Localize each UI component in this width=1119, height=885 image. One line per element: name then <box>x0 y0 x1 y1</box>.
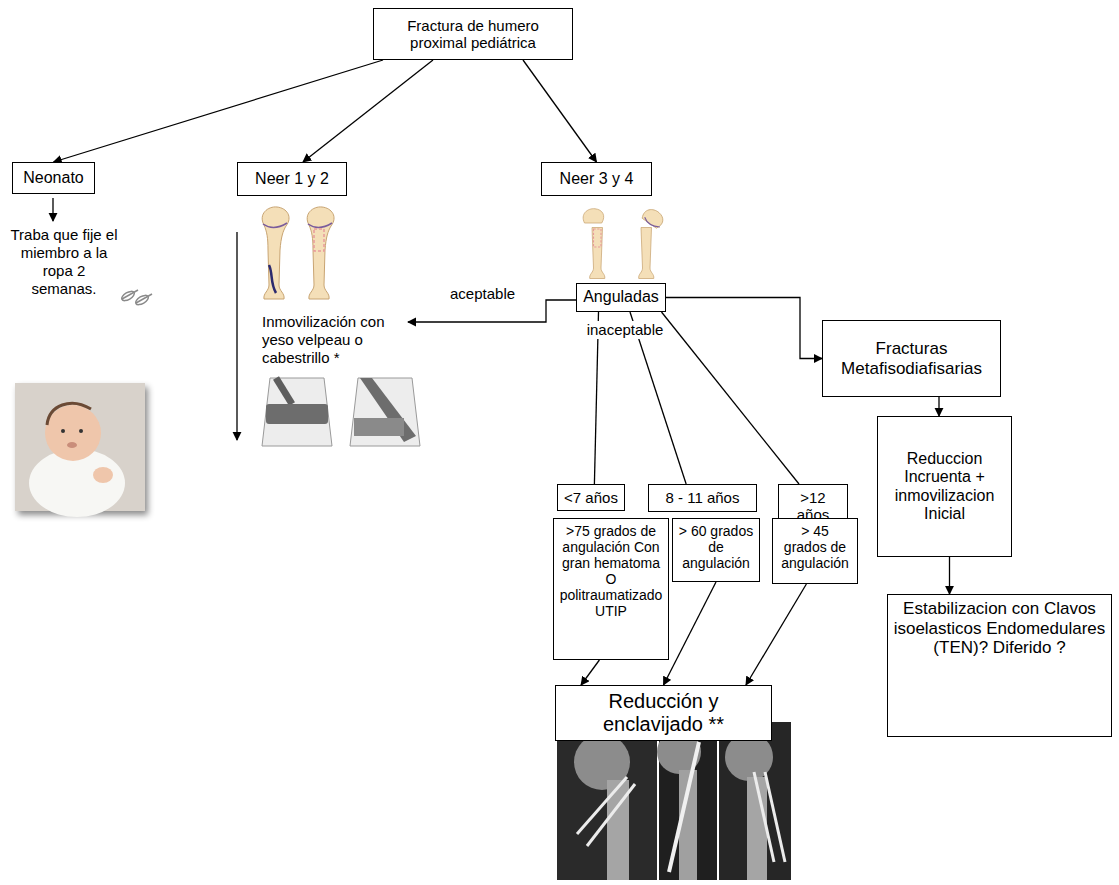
layout-arrows-part <box>52 198 53 221</box>
neonate-photo-part <box>47 403 91 425</box>
xray-3 <box>719 722 791 880</box>
neonate-photo-part <box>67 442 77 448</box>
bone-neer-4-part <box>641 206 666 230</box>
label-text: inaceptable <box>587 321 664 338</box>
neonate-photo-part <box>93 467 113 483</box>
connector-arrow <box>581 660 599 685</box>
bone-neer-1-part <box>269 265 276 293</box>
safety-pins-part <box>136 294 152 303</box>
box-text: 8 - 11 años <box>666 489 740 506</box>
connector-arrow <box>303 60 433 162</box>
box-text: Fractura de humero proximal pediátrica <box>379 17 567 52</box>
bone-neer-4 <box>639 206 666 279</box>
connector-arrow <box>746 584 806 685</box>
bone-neer-3 <box>583 209 605 279</box>
box-text: <7 años <box>564 489 618 506</box>
layout-arrows-part <box>236 232 237 440</box>
box-text: Neer 1 y 2 <box>255 170 329 188</box>
connector-arrow <box>666 298 822 359</box>
bone-neer-4-part-part <box>641 206 666 230</box>
connector-arrow <box>54 60 384 162</box>
label-text: aceptable <box>450 285 515 302</box>
xray-3-part <box>747 777 767 880</box>
xray-1-part <box>587 784 635 846</box>
xray-2 <box>657 722 717 880</box>
sling-figure <box>262 378 332 446</box>
xray-3-part <box>719 722 791 880</box>
sling-figure-part <box>262 378 332 446</box>
velpeau-figure-part <box>354 418 404 436</box>
connector-arrow <box>523 60 597 162</box>
label-text: Traba que fije el miembro a la ropa 2 se… <box>10 226 117 297</box>
note-text: Traba que fije el miembro a la ropa 2 se… <box>10 226 118 298</box>
criteria-box: >75 grados de angulación Con gran hemato… <box>553 518 669 660</box>
box-text: Reduccion Incruenta + inmovilizacion Ini… <box>883 450 1006 524</box>
neonate-photo-part <box>61 429 65 433</box>
safety-pins <box>120 289 152 306</box>
connector-arrow <box>949 557 950 594</box>
neonate-photo <box>15 383 145 517</box>
xray-3-part <box>754 772 774 862</box>
safety-pins-part <box>122 290 138 299</box>
neonate-photo-part <box>45 405 101 461</box>
neonate-photo-part <box>79 429 83 433</box>
label-text: Inmovilización con yeso velpeau o cabest… <box>262 313 385 366</box>
box-text: Fracturas Metafisodiafisarias <box>828 339 995 378</box>
sling-figure-part <box>266 404 328 424</box>
connector-arrow <box>662 312 800 484</box>
bone-neer-1 <box>262 207 289 299</box>
bone-neer-1-part <box>262 207 289 299</box>
velpeau-figure <box>350 378 420 446</box>
xray-2-part <box>669 742 699 872</box>
category-box: Neer 3 y 4 <box>541 162 652 196</box>
xray-1-part <box>557 722 657 880</box>
root-box: Fractura de humero proximal pediátrica <box>373 8 573 60</box>
box-text: Estabilizacion con Clavos isoelasticos E… <box>893 599 1106 658</box>
treatment-box: Estabilizacion con Clavos isoelasticos E… <box>887 594 1112 737</box>
bone-neer-3-part <box>590 228 605 279</box>
category-box: Neonato <box>12 162 95 194</box>
bone-neer-2-part <box>314 229 324 251</box>
box-text: Neer 3 y 4 <box>560 170 634 188</box>
box-text: > 45 grados de angulación <box>778 523 852 571</box>
bone-neer-3-part-part <box>583 209 604 223</box>
box-text: Neonato <box>23 169 84 187</box>
box-text: >75 grados de angulación Con gran hemato… <box>559 523 663 620</box>
box-text: > 60 grados de angulación <box>678 523 754 571</box>
bone-neer-4-part <box>639 228 654 279</box>
sling-figure-part <box>276 378 292 404</box>
process-box: Fracturas Metafisodiafisarias <box>822 320 1001 397</box>
xray-3-part <box>765 772 785 862</box>
age-box: 8 - 11 años <box>648 484 757 512</box>
bone-neer-4-part <box>643 217 660 230</box>
edge-layer <box>54 60 950 685</box>
box-text: Reducción y enclavijado ** <box>561 690 766 736</box>
bone-neer-3-part <box>583 209 604 223</box>
branch-label: aceptable <box>450 285 540 303</box>
bone-neer-2-part <box>308 223 332 227</box>
bone-neer-2-part <box>307 207 334 299</box>
treatment-note: Inmovilización con yeso velpeau o cabest… <box>262 313 404 367</box>
xray-1 <box>557 722 657 880</box>
branch-label: inaceptable <box>583 321 667 339</box>
category-box: Neer 1 y 2 <box>237 162 347 196</box>
velpeau-figure-part <box>350 378 420 446</box>
process-box: Reduccion Incruenta + inmovilizacion Ini… <box>877 416 1012 557</box>
bone-neer-2 <box>307 207 334 299</box>
category-box: Anguladas <box>576 283 666 312</box>
box-text: Anguladas <box>583 288 659 306</box>
connector-arrow <box>664 582 717 685</box>
criteria-box: > 45 grados de angulación <box>772 518 858 584</box>
criteria-box: > 60 grados de angulación <box>672 518 760 582</box>
treatment-box: Reducción y enclavijado ** <box>555 685 772 741</box>
bone-neer-1-part <box>263 223 287 227</box>
bone-neer-3-part <box>594 229 602 247</box>
connector-arrow <box>938 397 939 416</box>
age-box: <7 años <box>557 484 625 511</box>
layout-arrows-part <box>408 300 576 322</box>
